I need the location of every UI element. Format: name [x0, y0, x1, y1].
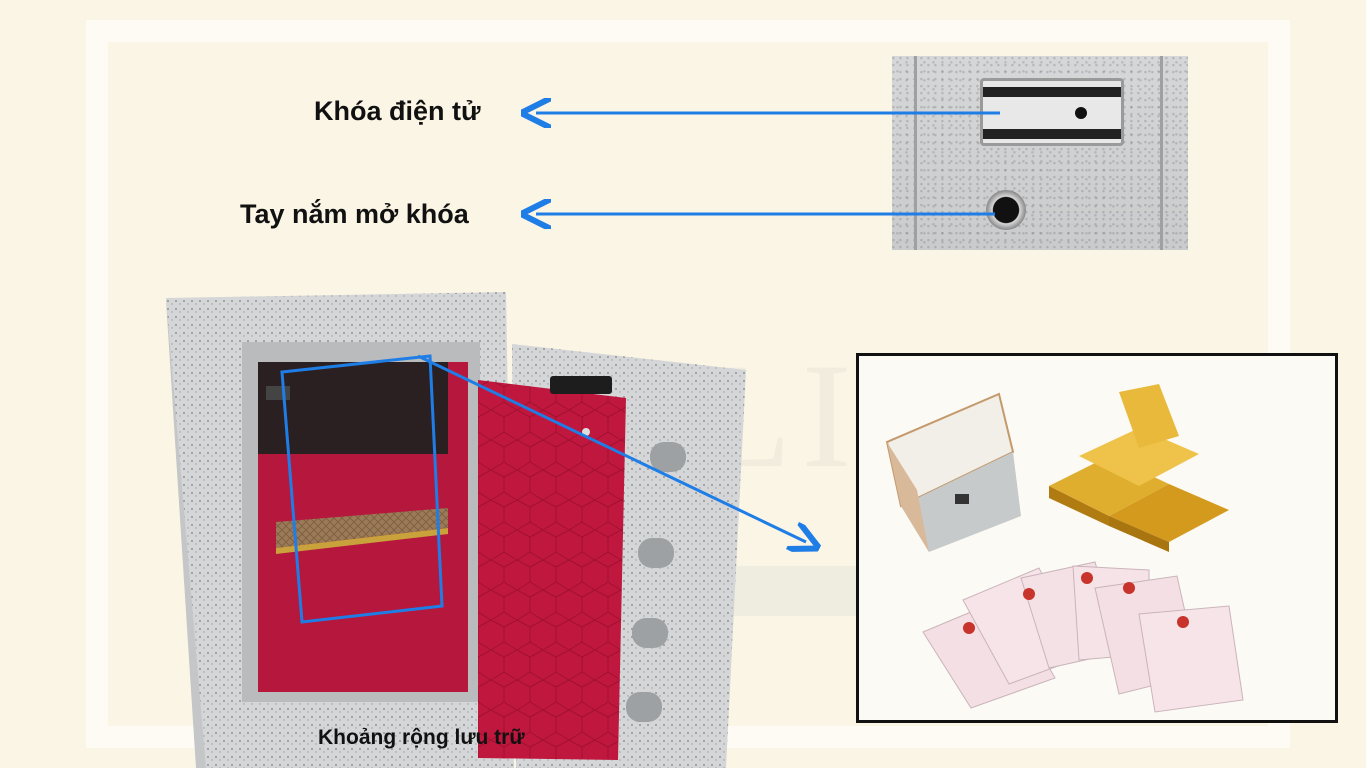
keypad-icon	[980, 78, 1124, 146]
arrow-right-icon	[417, 354, 806, 542]
knob-icon	[986, 190, 1026, 230]
door-seam	[1160, 56, 1163, 250]
electronic-lock-label: Khóa điện tử	[314, 96, 481, 126]
fingerprint-icon	[1075, 107, 1087, 119]
locking-bolts	[626, 442, 686, 722]
keypad-band	[983, 129, 1121, 139]
door-panel	[478, 380, 626, 760]
inner-box	[258, 362, 448, 454]
lock-detail-image	[892, 56, 1188, 250]
valuables-box	[856, 353, 1338, 723]
door-handle	[550, 376, 612, 394]
door-seam	[914, 56, 917, 250]
certificates	[922, 561, 1244, 713]
book-safe	[885, 392, 1021, 552]
handle-label: Tay nắm mở khóa	[240, 199, 469, 229]
gold-bars	[1049, 384, 1229, 552]
storage-space-label: Khoảng rộng lưu trữ	[318, 726, 525, 749]
storage-highlight	[280, 354, 444, 624]
valuables-image	[885, 384, 1244, 713]
shelf-edge	[276, 528, 448, 554]
shelf	[276, 508, 448, 548]
keypad-band	[983, 87, 1121, 97]
safe-image	[166, 292, 746, 768]
